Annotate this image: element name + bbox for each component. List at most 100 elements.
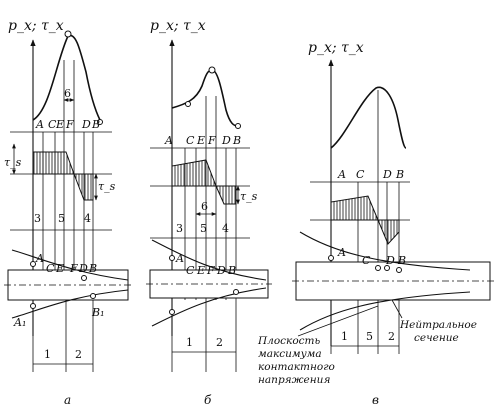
panel-c-pressure-curve [330,86,407,149]
panel-c-label-c: C [356,168,365,181]
panel-c-bottom-d: D [385,254,395,267]
panel-c-zone-2: 2 [388,330,395,343]
panel-a-label-d: D [81,118,91,131]
panel-c-zone-1: 1 [341,330,348,343]
panel-c-bottom-a: A [337,246,346,259]
panel-b-label-d: D [221,134,231,147]
panel-b-axis-label: p_x; τ_x [150,18,206,34]
panel-a-point-a [30,261,36,267]
panel-a-bottom-a: A [35,252,44,265]
panel-b-shear-negative [215,185,237,205]
panel-a-point-b1 [90,293,96,299]
panel-a-end-point [97,119,103,125]
note-neutral-2: сечение [414,332,459,344]
panel-a-caption: а [64,393,71,407]
panel-a-peak-point [64,30,72,38]
panel-a-upper-roll [11,249,129,281]
panel-a-zone-6: 6 [64,87,71,100]
panel-a-label-a1: A₁ [13,316,26,329]
panel-b-zone-2: 2 [216,336,223,349]
panel-c: p_x; τ_x A C D B A C D B 1 5 2 [257,40,494,407]
panel-c-shear-positive [330,195,379,221]
panel-c-point-max [375,265,381,271]
note-line-3: контактного [258,361,335,373]
panel-a-label-b1: B₁ [91,306,105,319]
panel-b-label-f: F [207,134,216,147]
panel-c-point-b [396,267,402,273]
panel-b-zone-4: 4 [222,222,229,235]
panel-c-axis-label: p_x; τ_x [308,40,364,56]
panel-b-bottom-e: E [196,264,205,277]
panel-a-label-f: F [65,118,74,131]
panel-c-label-d: D [382,168,392,181]
panel-b-peak-point [208,66,216,74]
note-line-1: Плоскость [257,335,320,347]
panel-c-label-b: B [395,168,404,181]
panel-b-label-a: A [164,134,173,147]
panel-a-bottom-b: B [88,262,97,275]
note-line-2: максимума [258,348,322,360]
panel-a-label-b: B [91,118,100,131]
panel-b-shear-positive [171,159,217,187]
panel-c-lower-roll [299,291,471,331]
panel-c-caption: в [372,393,379,407]
panel-a-label-c: C [48,118,57,131]
panel-a-axis-label: p_x; τ_x [8,18,64,34]
panel-c-label-a: A [337,168,346,181]
panel-c-leader-neutral [391,299,403,319]
panel-b-caption: б [204,393,212,407]
panel-b-zone-3: 3 [176,222,183,235]
panel-b-point-a [169,255,175,261]
panel-b-bottom-c: C [186,264,195,277]
panel-c-note-max-stress: Плоскость максимума контактного напряжен… [257,335,335,386]
panel-b: p_x; τ_x A C E F D B τ_s 6 3 5 4 [146,18,272,407]
panel-c-bottom-b: B [397,254,406,267]
panel-b-pressure-curve [171,69,239,127]
panel-a-bottom-f: F [69,262,78,275]
panel-b-zone-6: 6 [201,200,208,213]
panel-a-label-e: E [55,118,64,131]
panel-b-bottom-b: B [227,264,236,277]
panel-b-label-b: B [232,134,241,147]
panel-b-tau-s-lower: τ_s [240,190,258,203]
panel-a-pressure-curve [32,34,101,121]
panel-a: p_x; τ_x 6 A C E F D B τ_s τ_s [4,18,132,407]
panel-a-shear-negative [73,173,94,201]
panel-a-zone-2: 2 [75,348,82,361]
panel-a-bottom-e: E [55,262,64,275]
panel-a-label-a: A [35,118,44,131]
panel-b-end-point [235,123,241,129]
panel-a-zone-4: 4 [84,212,91,225]
panel-c-note-neutral: Нейтральное сечение [399,319,477,344]
panel-c-point-d [384,265,390,271]
panel-b-point-a-low [169,309,175,315]
panel-a-zone-5: 5 [58,212,65,225]
note-line-4: напряжения [258,374,330,386]
panel-a-bottom-d: D [78,262,88,275]
panel-c-shear-negative [377,219,400,245]
panel-c-leader-max [297,305,379,337]
panel-b-point-1 [185,101,191,107]
panel-a-point-a1 [30,303,36,309]
panel-b-label-c: C [186,134,195,147]
panel-a-tau-s-lower: τ_s [98,180,116,193]
panel-a-shear-positive [32,151,75,175]
panel-b-zone-5: 5 [200,222,207,235]
panel-b-lower-roll [151,287,267,327]
panel-b-bottom-f: F [206,264,215,277]
panel-b-zone-1: 1 [186,336,193,349]
panel-b-upper-roll [151,239,267,281]
panel-c-zone-5: 5 [366,330,373,343]
panel-a-point-d [81,275,87,281]
panel-b-bottom-d: D [216,264,226,277]
panel-b-point-b-low [233,289,239,295]
panel-a-zone-1: 1 [44,348,51,361]
panel-b-label-e: E [196,134,205,147]
panel-c-upper-roll [299,231,471,271]
panel-c-point-a [328,255,334,261]
panel-c-bottom-c: C [362,254,371,267]
panel-b-bottom-a: A [175,252,184,265]
panel-a-bottom-c: C [46,262,55,275]
panel-a-tau-s-upper: τ_s [4,156,22,169]
